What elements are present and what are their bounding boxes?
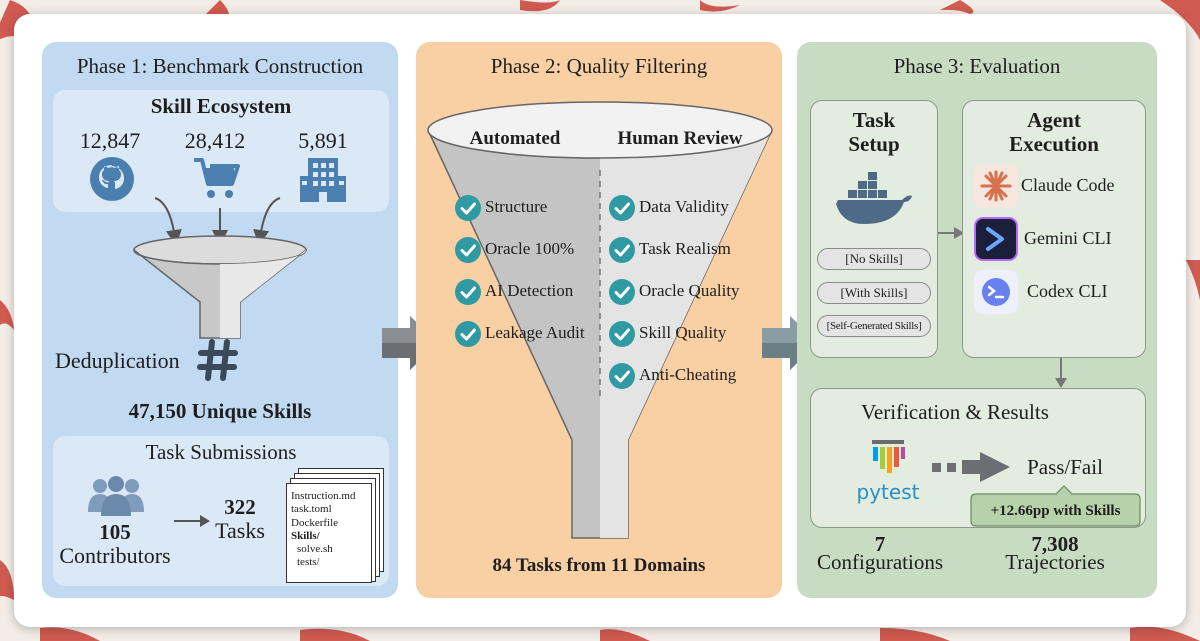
automated-check-item: Leakage Audit: [485, 323, 585, 342]
human-check-item: Data Validity: [639, 197, 729, 216]
phase1-title: Phase 1: Benchmark Construction: [76, 54, 364, 78]
trajectories-label: Trajectories: [1005, 550, 1105, 574]
task-submissions-title: Task Submissions: [145, 440, 297, 464]
dedup-funnel: [133, 197, 307, 339]
gain-callout: [970, 485, 1141, 527]
human-review-title: Human Review: [617, 128, 743, 149]
outcome-label: Pass/Fail: [1027, 455, 1103, 479]
file-stack-front: [286, 483, 372, 583]
check-icon: [609, 321, 635, 347]
quality-funnel: [427, 101, 773, 539]
file-tests: tests/: [297, 556, 320, 569]
automated-check-item: AI Detection: [485, 281, 574, 300]
automated-title: Automated: [469, 128, 561, 149]
file-task-toml: task.toml: [291, 503, 332, 516]
hash-icon: [197, 339, 238, 381]
arrow-agent-to-verification: [1055, 358, 1067, 388]
check-icon: [609, 279, 635, 305]
source-count-github: 12,847: [79, 128, 141, 153]
shopping-cart-icon: [194, 158, 240, 198]
github-icon: [90, 157, 134, 201]
tasks-label: Tasks: [215, 518, 265, 543]
arrow-setup-to-agent: [938, 227, 964, 239]
check-icon: [609, 195, 635, 221]
arrow-pytest-to-outcome: [932, 452, 1010, 482]
check-icon: [609, 363, 635, 389]
agent-claude-code: Claude Code: [1021, 175, 1115, 195]
phase3-title: Phase 3: Evaluation: [893, 54, 1061, 78]
task-setup-title-1: Task: [852, 108, 896, 132]
gain-label: +12.66pp with Skills: [990, 503, 1121, 519]
check-icon: [455, 279, 481, 305]
pytest-logo-icon: [872, 440, 905, 473]
task-setup-title-2: Setup: [848, 132, 900, 156]
configs-count: 7: [874, 532, 886, 556]
human-check-item: Task Realism: [639, 239, 731, 258]
check-icon: [455, 321, 481, 347]
pytest-label: pytest: [856, 480, 920, 504]
file-instruction: Instruction.md: [291, 490, 356, 502]
skill-ecosystem-title: Skill Ecosystem: [150, 94, 292, 118]
task-file-list: Instruction.md task.toml Dockerfile Skil…: [291, 490, 355, 570]
verification-title: Verification & Results: [861, 400, 1049, 424]
human-check-item: Anti-Cheating: [639, 365, 737, 384]
docker-icon: [836, 172, 912, 224]
trajectories-count: 7,308: [1031, 532, 1079, 556]
file-dockerfile: Dockerfile: [291, 516, 339, 529]
building-icon: [300, 158, 346, 202]
configs-label: Configurations: [817, 550, 943, 574]
contributors-count: 105: [99, 520, 131, 544]
check-icon: [609, 237, 635, 263]
condition-self-generated: [Self-Generated Skills]: [817, 315, 931, 337]
phase2-title: Phase 2: Quality Filtering: [490, 54, 708, 78]
agent-gemini-cli: Gemini CLI: [1024, 228, 1112, 248]
contributors-icon: [88, 476, 144, 516]
condition-no-skills: [No Skills]: [817, 248, 931, 270]
source-count-market: 28,412: [184, 128, 246, 153]
human-check-item: Oracle Quality: [639, 281, 740, 300]
agent-codex-cli: Codex CLI: [1027, 281, 1108, 301]
automated-check-item: Oracle 100%: [485, 239, 575, 258]
agent-execution-title-2: Execution: [1009, 132, 1099, 156]
phase2-result: 84 Tasks from 11 Domains: [492, 555, 706, 576]
check-icon: [455, 237, 481, 263]
arrow-contributors-to-tasks: [174, 515, 210, 527]
file-skills: Skills/: [291, 529, 320, 542]
check-icon: [455, 195, 481, 221]
file-solve: solve.sh: [297, 543, 333, 556]
automated-check-item: Structure: [485, 197, 548, 216]
unique-skills: 47,150 Unique Skills: [128, 399, 312, 423]
condition-with-skills: [With Skills]: [817, 282, 931, 304]
claude-code-logo-icon: [974, 164, 1018, 208]
contributors-label: Contributors: [59, 543, 171, 568]
agent-execution-title-1: Agent: [1027, 108, 1081, 132]
dedup-label: Deduplication: [55, 348, 180, 373]
tasks-count: 322: [224, 495, 256, 519]
codex-cli-logo-icon: [974, 270, 1018, 314]
human-check-item: Skill Quality: [639, 323, 727, 342]
gemini-cli-logo-icon: [974, 217, 1018, 261]
source-count-enterprise: 5,891: [298, 128, 348, 153]
